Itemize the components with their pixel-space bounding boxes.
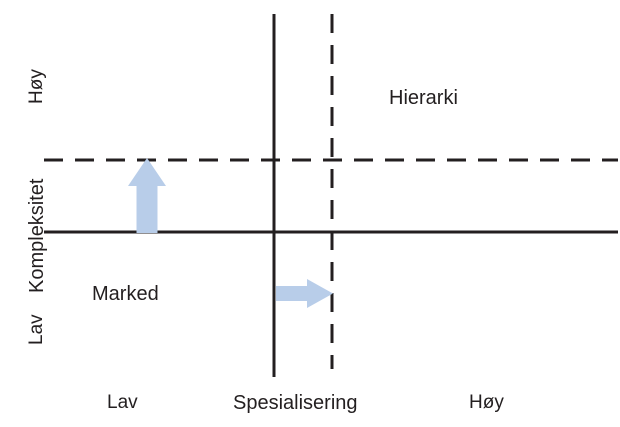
y-axis-low-label: Lav — [26, 314, 47, 345]
x-axis-high-label: Høy — [469, 392, 504, 413]
quadrant-label-market: Marked — [92, 283, 159, 305]
quadrant-label-hierarchy: Hierarki — [389, 87, 458, 109]
y-axis-high-label: Høy — [26, 69, 47, 104]
y-axis-title: Kompleksitet — [26, 178, 48, 294]
x-axis-labels: Lav Spesialisering Høy — [0, 388, 620, 427]
complexity-increase-arrow — [128, 158, 166, 233]
x-axis-low-label: Lav — [107, 392, 138, 413]
specialization-increase-arrow — [276, 279, 333, 308]
y-axis-labels: Høy Kompleksitet Lav — [0, 0, 48, 427]
x-axis-title: Spesialisering — [233, 392, 358, 414]
